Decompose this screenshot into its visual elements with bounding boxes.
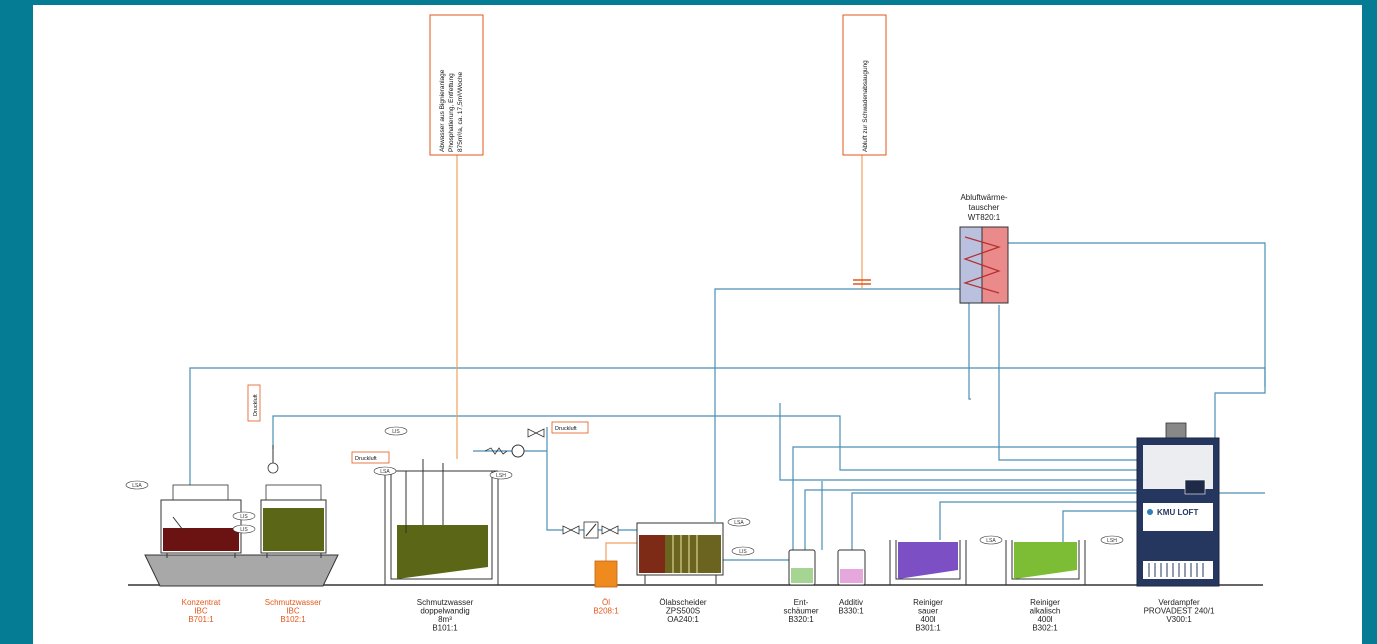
druckluft-tags: Druckluft Druckluft Druckluft [247, 384, 589, 464]
heat-exchanger: Abluftwärme- tauscher WT820:1 [959, 193, 1009, 304]
alkaline-cleaner-tank [1005, 540, 1086, 586]
exhaust-line-1: Abluft zur Schwadenabsaugung [862, 60, 869, 152]
pipe-heat-exchanger-feed [1008, 242, 1266, 387]
concentrate-ibc [144, 484, 339, 587]
equipment-labels: KonzentratIBCB701:1SchmutzwasserIBCB102:… [182, 598, 1215, 633]
equipment-label-7-line-1: sauer [918, 607, 938, 616]
strainer [562, 521, 619, 539]
tag-alk: LSH [1107, 538, 1117, 544]
additive-canister [837, 549, 866, 586]
equipment-label-4-line-1: ZPS500S [666, 607, 700, 616]
oil-container [594, 560, 618, 588]
equipment-label-1-line-2: B102:1 [280, 615, 306, 624]
hx-label-1: Abluftwärme- [960, 193, 1007, 202]
equipment-label-9-line-1: PROVADEST 240/1 [1144, 607, 1215, 616]
equipment-label-2-line-3: B101:1 [432, 624, 458, 633]
equipment-label-4-line-2: OA240:1 [667, 615, 699, 624]
pipe-hx-outlet [960, 302, 971, 400]
druckluft-tag-3: Druckluft [555, 426, 577, 432]
pipe-evap-a [779, 403, 1137, 481]
defoamer-canister [788, 549, 816, 586]
inflow-line-2: Phosphatierung, Entfettung [448, 73, 455, 152]
pipe-concentrate-return [189, 367, 1266, 486]
pipe-alkaline [1062, 510, 1137, 545]
pipe-exhaust-duct [714, 288, 960, 522]
evaporator: KMU LOFT [1136, 422, 1220, 587]
pipe-evap-b [792, 446, 1137, 553]
inflow-box: Abwasser aus Bignieranlage Phosphatierun… [429, 14, 484, 156]
tag-ibc1: LSA [132, 483, 142, 489]
tag-ibc2b: LIS [240, 527, 248, 533]
equipment-label-7-line-2: 400l [920, 615, 935, 624]
equipment-label-3-line-1: B208:1 [593, 607, 619, 616]
equipment-label-1-line-0: Schmutzwasser [265, 598, 322, 607]
tag-ibc2a: LIS [240, 514, 248, 520]
dirty-water-ibc [260, 445, 327, 558]
equipment-label-2-line-1: doppelwandig [420, 607, 469, 616]
acid-cleaner-tank [889, 540, 967, 586]
pipe-evap-top [1214, 387, 1266, 438]
equipment-label-2-line-2: 8m³ [438, 615, 452, 624]
equipment-label-6-line-1: B330:1 [838, 607, 864, 616]
blue-pipes [189, 242, 1266, 561]
hx-label-2: tauscher [969, 203, 1000, 212]
equipment-label-2-line-0: Schmutzwasser [417, 598, 474, 607]
equipment-label-5-line-0: Ent- [794, 598, 809, 607]
equipment-label-9-line-0: Verdampfer [1158, 598, 1200, 607]
inflow-line-3: 875m³/a, ca. 17,5m³/Woche [457, 72, 464, 152]
exhaust-box: Abluft zur Schwadenabsaugung [842, 14, 887, 156]
equipment-label-7-line-0: Reiniger [913, 598, 943, 607]
transfer-pump [484, 428, 545, 458]
equipment-label-7-line-3: B301:1 [915, 624, 941, 633]
equipment-label-3-line-0: Öl [602, 598, 610, 607]
tag-tank-c: LSH [496, 473, 506, 479]
tag-sep-b: LIS [739, 549, 747, 555]
equipment-label-9-line-2: V300:1 [1166, 615, 1192, 624]
brand-label: KMU LOFT [1157, 508, 1198, 517]
equipment-label-4-line-0: Ölabscheider [659, 598, 706, 607]
equipment-label-8-line-1: alkalisch [1030, 607, 1061, 616]
pipe-separator-feed [546, 427, 637, 531]
equipment-label-0-line-1: IBC [194, 607, 208, 616]
equipment-label-8-line-2: 400l [1037, 615, 1052, 624]
instrument-tags: LSA LIS LIS LIS LSA LSH LSA LIS LSA LSH [125, 426, 1124, 556]
pipe-additive [851, 492, 1137, 550]
druckluft-tag-1: Druckluft [253, 394, 259, 416]
diagram-canvas: Abwasser aus Bignieranlage Phosphatierun… [33, 5, 1362, 644]
process-flow-diagram: Abwasser aus Bignieranlage Phosphatierun… [125, 14, 1266, 633]
pipe-ibc2-line [272, 415, 1137, 471]
equipment-label-6-line-0: Additiv [839, 598, 863, 607]
pipe-oil-drain [605, 542, 637, 561]
equipment-label-0-line-0: Konzentrat [182, 598, 221, 607]
double-walled-tank [384, 459, 499, 586]
pipe-acid [939, 501, 1137, 540]
equipment-label-8-line-3: B302:1 [1032, 624, 1058, 633]
pipe-hx-evap [998, 305, 1137, 461]
equipment-label-8-line-0: Reiniger [1030, 598, 1060, 607]
equipment-label-5-line-1: schäumer [783, 607, 818, 616]
pipe-evap-c [804, 489, 1137, 553]
hx-label-3: WT820:1 [968, 213, 1001, 222]
oil-separator [636, 522, 724, 584]
tag-tank-a: LIS [392, 429, 400, 435]
equipment-label-5-line-2: B320:1 [788, 615, 814, 624]
inflow-line-1: Abwasser aus Bignieranlage [439, 69, 446, 152]
druckluft-tag-2: Druckluft [355, 456, 377, 462]
equipment-label-1-line-1: IBC [286, 607, 300, 616]
orange-pipes [456, 155, 871, 561]
tag-acid: LSA [986, 538, 996, 544]
tag-tank-b: LSA [380, 469, 390, 475]
tag-sep-a: LSA [734, 520, 744, 526]
equipment-label-0-line-2: B701:1 [188, 615, 214, 624]
